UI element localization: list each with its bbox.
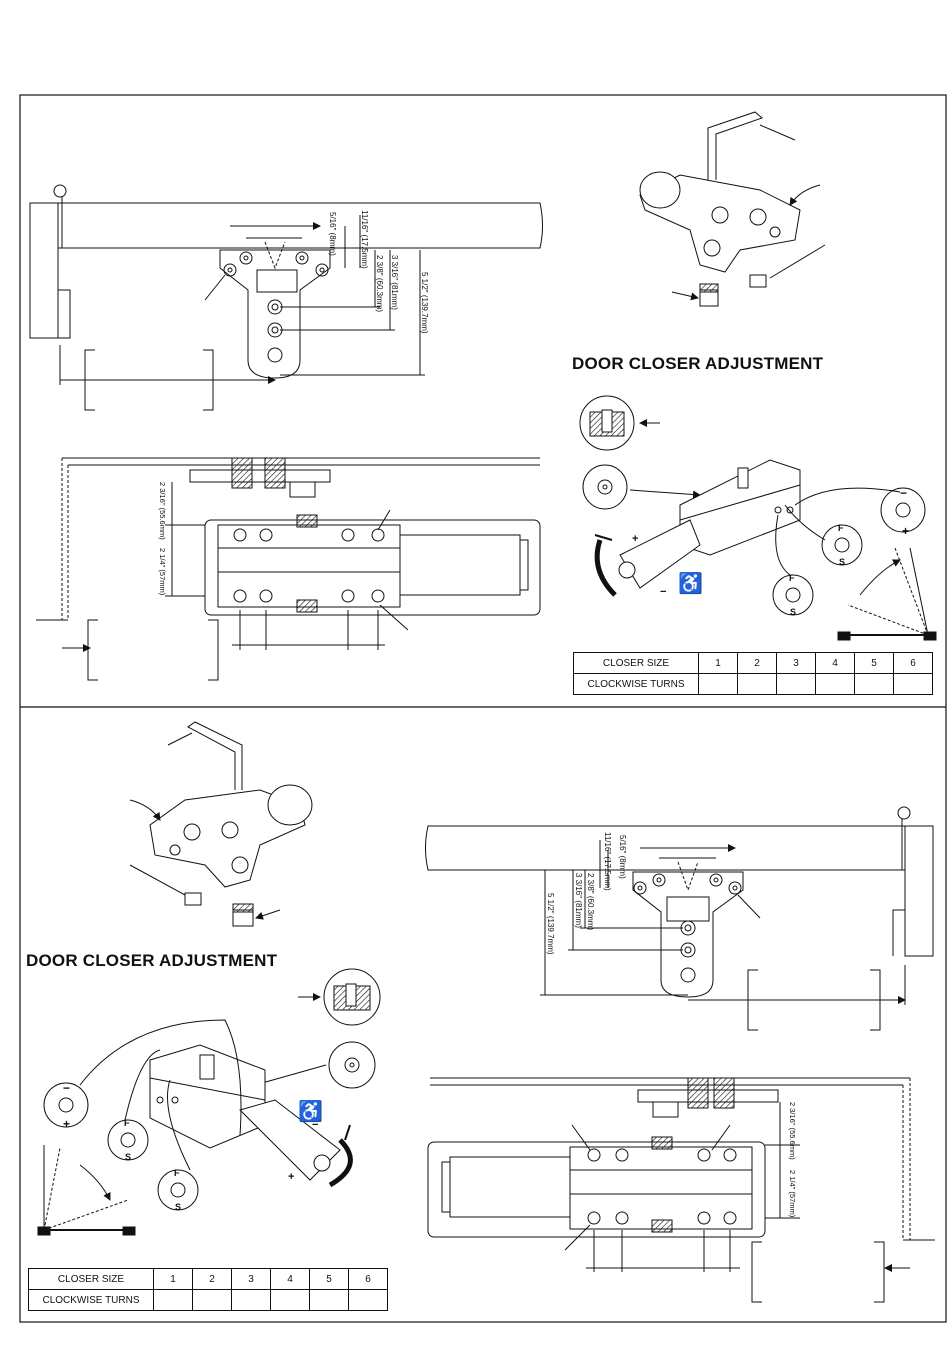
size-cell: 1 bbox=[698, 652, 738, 674]
accessibility-icon: ♿ bbox=[298, 1099, 323, 1123]
dim-label: 2 1/4" (57mm) bbox=[158, 548, 167, 596]
turns-cell bbox=[893, 673, 933, 695]
frame-template-top bbox=[29, 184, 543, 411]
size-cell: 5 bbox=[309, 1268, 349, 1290]
arm-bracket-illustration-top bbox=[639, 111, 826, 307]
closer-body-template-bottom bbox=[427, 1077, 935, 1303]
size-cell: 6 bbox=[348, 1268, 388, 1290]
size-cell: 3 bbox=[776, 652, 816, 674]
minus-label: − bbox=[312, 1119, 318, 1131]
dim-label: 5/16" (8mm) bbox=[618, 835, 627, 879]
size-cell: 5 bbox=[854, 652, 894, 674]
dim-label: 5 1/2" (139.7mm) bbox=[420, 272, 429, 334]
turns-cell bbox=[153, 1289, 193, 1311]
plus-label: + bbox=[63, 1117, 70, 1131]
closer-size-table-top: CLOSER SIZE 1 2 3 4 5 6 CLOCKWISE TURNS bbox=[573, 652, 933, 695]
minus-label: − bbox=[63, 1081, 70, 1095]
turns-cell bbox=[348, 1289, 388, 1311]
size-cell: 3 bbox=[231, 1268, 271, 1290]
slow-label: S bbox=[175, 1202, 181, 1212]
page-frame bbox=[19, 94, 947, 1323]
size-cell: 2 bbox=[737, 652, 777, 674]
fast-label: F bbox=[124, 1118, 130, 1128]
turns-cell bbox=[231, 1289, 271, 1311]
slow-label: S bbox=[839, 557, 845, 567]
dim-label: 2 3/8" (60.3mm) bbox=[375, 255, 384, 312]
arm-bracket-illustration-bottom bbox=[129, 721, 313, 927]
size-cell: 2 bbox=[192, 1268, 232, 1290]
size-cell: 6 bbox=[893, 652, 933, 674]
clockwise-turns-label: CLOCKWISE TURNS bbox=[573, 673, 699, 695]
closer-size-label: CLOSER SIZE bbox=[28, 1268, 154, 1290]
dim-label: 11/16" (17.5mm) bbox=[603, 832, 612, 891]
slow-label: S bbox=[790, 607, 796, 617]
adjustment-illustration-bottom bbox=[37, 968, 381, 1236]
dim-label: 5 1/2" (139.7mm) bbox=[546, 893, 555, 955]
size-cell: 1 bbox=[153, 1268, 193, 1290]
turns-cell bbox=[854, 673, 894, 695]
dim-label: 11/16" (17.5mm) bbox=[360, 210, 369, 269]
fast-label: F bbox=[174, 1168, 180, 1178]
adjustment-illustration-top bbox=[579, 395, 937, 641]
turns-cell bbox=[270, 1289, 310, 1311]
fast-label: F bbox=[838, 523, 844, 533]
dim-label: 3 3/16" (81mm) bbox=[574, 873, 583, 928]
closer-body-template-top bbox=[36, 457, 541, 681]
dim-label: 5/16" (8mm) bbox=[328, 212, 337, 256]
dim-label: 3 3/16" (81mm) bbox=[390, 255, 399, 310]
dim-label: 2 3/16" (55.6mm) bbox=[158, 482, 167, 540]
plus-label: + bbox=[902, 524, 909, 538]
valve-symbols-top: + − F S F S − + ♿ bbox=[632, 486, 909, 617]
turns-cell bbox=[776, 673, 816, 695]
fast-label: F bbox=[789, 573, 795, 583]
adjustment-heading-bottom: DOOR CLOSER ADJUSTMENT bbox=[26, 951, 278, 970]
top-panel: 5/16" (8mm) 11/16" (17.5mm) 2 3/8" (60.3… bbox=[29, 111, 826, 681]
dim-label: 2 3/16" (55.6mm) bbox=[788, 1102, 797, 1160]
plus-label: + bbox=[288, 1171, 294, 1183]
adjustment-heading-top: DOOR CLOSER ADJUSTMENT bbox=[572, 354, 824, 373]
clockwise-turns-label: CLOCKWISE TURNS bbox=[28, 1289, 154, 1311]
size-cell: 4 bbox=[270, 1268, 310, 1290]
accessibility-icon: ♿ bbox=[678, 571, 703, 595]
turns-cell bbox=[815, 673, 855, 695]
turns-cell bbox=[192, 1289, 232, 1311]
valve-symbols-bottom: + − F S F S − + ♿ bbox=[63, 1081, 323, 1212]
plus-label: + bbox=[632, 533, 638, 545]
frame-template-bottom bbox=[425, 806, 934, 1031]
closer-size-table-bottom: CLOSER SIZE 1 2 3 4 5 6 CLOCKWISE TURNS bbox=[28, 1268, 388, 1311]
size-cell: 4 bbox=[815, 652, 855, 674]
closer-size-label: CLOSER SIZE bbox=[573, 652, 699, 674]
minus-label: − bbox=[900, 486, 907, 500]
bottom-panel: 5/16" (8mm) 11/16" (17.5mm) 2 3/8" (60.3… bbox=[129, 721, 935, 1303]
turns-cell bbox=[698, 673, 738, 695]
turns-cell bbox=[309, 1289, 349, 1311]
dim-label: 2 1/4" (57mm) bbox=[788, 1170, 797, 1218]
slow-label: S bbox=[125, 1152, 131, 1162]
turns-cell bbox=[737, 673, 777, 695]
minus-label: − bbox=[660, 586, 666, 598]
dim-label: 2 3/8" (60.3mm) bbox=[586, 873, 595, 930]
